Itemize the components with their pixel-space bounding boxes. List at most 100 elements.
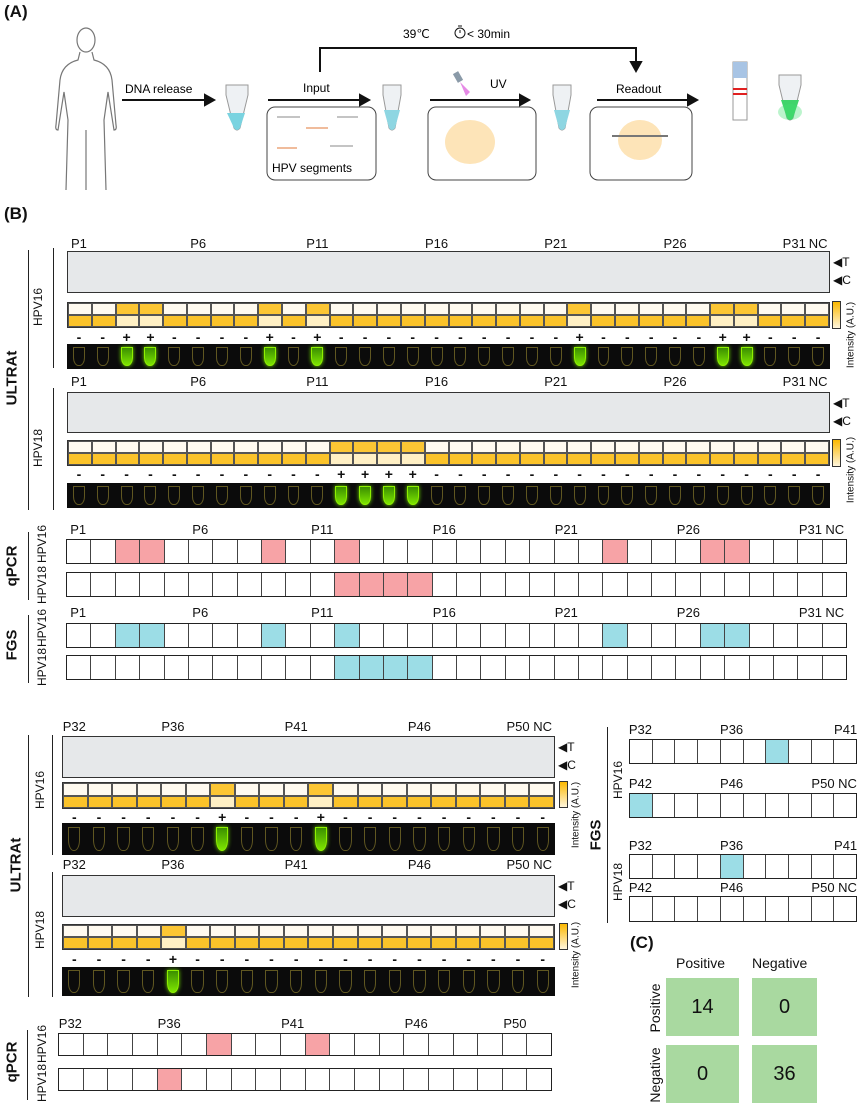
matrix-cell-true-negative: 36 [752, 1045, 817, 1103]
tube-icon [314, 826, 328, 852]
tube-icon [764, 486, 777, 505]
heatmap-cell-c [662, 315, 687, 327]
heatmap-cell-c [662, 453, 687, 465]
column-label: NC [825, 605, 845, 620]
tube-icon [511, 970, 525, 993]
tube-icon [454, 347, 467, 366]
tube-negative [259, 823, 284, 855]
heatmap-cell-t [377, 441, 401, 453]
tube-icon [263, 486, 276, 505]
grid-cell [627, 573, 652, 596]
result-sign: - [505, 466, 511, 482]
heatmap-cell-c [210, 315, 235, 327]
grid-cell [530, 540, 555, 563]
heatmap-cell-t [163, 441, 187, 453]
tube-negative [639, 344, 663, 369]
heatmap-cell-c [161, 795, 186, 808]
heatmap-cell-c [283, 937, 309, 949]
heatmap-cell-c [163, 453, 187, 465]
grid-cell [676, 573, 701, 596]
tube-negative [592, 483, 616, 508]
heatmap-cell-c [353, 453, 378, 465]
grid-cell [115, 573, 141, 596]
heatmap-cell-c [424, 453, 449, 465]
heatmap-cell-c [87, 795, 113, 808]
tube-icon [621, 347, 634, 366]
grid-cell [720, 794, 744, 817]
hpv16-label: HPV16 [33, 770, 47, 810]
heatmap-cell-c [258, 453, 283, 465]
heatmap-cell-c [382, 937, 407, 949]
tube-icon [669, 486, 681, 505]
tube-negative [735, 483, 759, 508]
heatmap-cell-c [283, 795, 309, 808]
heatmap-cell-c [781, 315, 806, 327]
tube-icon [382, 84, 402, 131]
grid-cell [256, 1034, 281, 1055]
matrix-cell-true-positive: 14 [666, 978, 739, 1036]
fgs-hpv16-grid-row1 [629, 739, 857, 764]
result-sign: - [481, 329, 487, 345]
heatmap-cell-t [455, 925, 481, 937]
tube-icon [645, 347, 658, 366]
result-sign: + [575, 329, 584, 345]
tube-negative [358, 823, 383, 855]
tube-negative [758, 483, 782, 508]
heatmap-cell-c [733, 453, 758, 465]
grid-cell-positive [335, 540, 360, 563]
tube-icon [406, 347, 419, 366]
heatmap-cell-c [757, 453, 782, 465]
result-sign: - [343, 809, 348, 825]
heatmap-cell-c [210, 937, 235, 949]
heatmap-cell-c [68, 453, 92, 465]
result-sign: - [553, 466, 559, 482]
tube-positive [305, 344, 329, 369]
heatmap-cell-t [638, 441, 663, 453]
qpcr-bracket [27, 1030, 28, 1100]
heatmap-cell-t [614, 441, 639, 453]
result-sign: - [441, 809, 447, 825]
grid-cell [453, 1069, 479, 1090]
intensity-colorbar [832, 301, 841, 329]
heatmap-cell-t [68, 303, 92, 315]
result-sign: - [491, 809, 496, 825]
result-sign: - [768, 466, 773, 482]
heatmap-cell-t [504, 925, 530, 937]
grid-cell-positive [700, 540, 726, 563]
heatmap-cell-c [686, 453, 711, 465]
grid-cell [432, 624, 457, 647]
temperature-label: 39℃ [403, 27, 430, 41]
input-box [266, 106, 377, 181]
tube-positive [210, 823, 235, 855]
heatmap-cell-t [91, 303, 116, 315]
heatmap-cell-t [662, 441, 687, 453]
heatmap-cell-t [163, 303, 187, 315]
tube-negative [284, 823, 309, 855]
grid-cell [505, 540, 531, 563]
result-sign: + [718, 329, 727, 345]
uv-label: UV [490, 77, 507, 91]
fgs-hpv16-grid-row2 [629, 793, 857, 818]
grid-cell [811, 897, 835, 921]
qpcr-hpv18-grid [66, 572, 847, 597]
tube-icon [388, 826, 402, 852]
grid-cell [359, 540, 384, 563]
heatmap-cell-c [591, 315, 615, 327]
heatmap-cell-t [186, 441, 211, 453]
tube-icon [502, 347, 515, 366]
heatmap-cell-t [185, 925, 211, 937]
result-sign: - [267, 466, 273, 482]
grid-cell [630, 855, 653, 878]
test-strip-image-hpv18 [67, 392, 830, 433]
panel-b-label: (B) [4, 204, 28, 223]
result-sign: - [244, 951, 250, 967]
heatmap-cell-t [87, 925, 113, 937]
result-sign: - [145, 951, 151, 967]
column-label: P50 [506, 719, 530, 734]
grid-cell [457, 624, 482, 647]
hpv16-bracket [52, 735, 53, 855]
grid-cell [408, 540, 433, 563]
t-line-marker: ◀T [833, 255, 850, 269]
workflow-schematic: DNA release Input UV Readout 39℃ < 30min… [55, 25, 802, 191]
